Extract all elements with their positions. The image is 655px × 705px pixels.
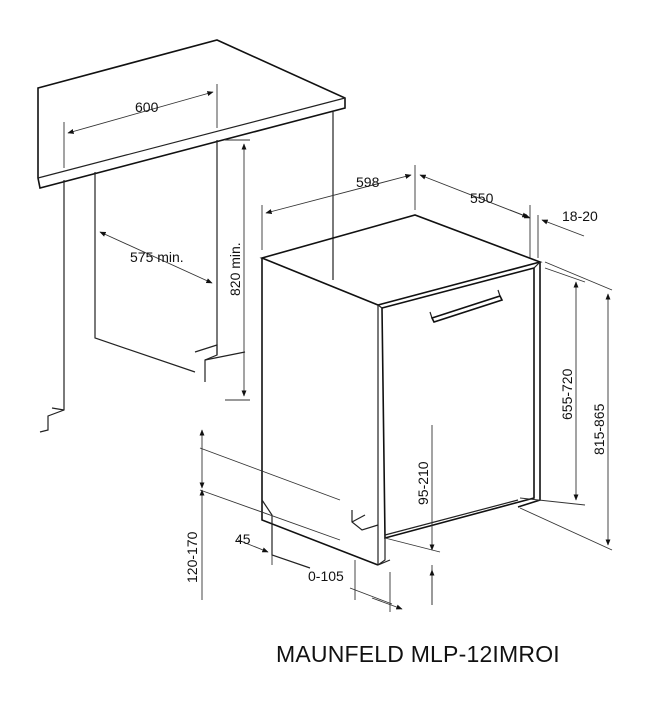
dim-45 xyxy=(237,539,273,565)
label-820-min: 820 min. xyxy=(227,242,243,296)
dim-815-865 xyxy=(519,261,613,551)
label-550: 550 xyxy=(470,190,494,206)
label-575-min: 575 min. xyxy=(130,249,184,265)
label-120-170: 120-170 xyxy=(184,531,200,583)
dishwasher xyxy=(259,214,543,569)
dim-575 xyxy=(99,231,213,284)
model-name: MAUNFELD MLP-12IMROI xyxy=(276,641,560,667)
dim-550 xyxy=(419,174,531,258)
dim-18-20 xyxy=(509,209,585,258)
label-815-865: 815-865 xyxy=(591,403,607,455)
countertop xyxy=(37,39,346,189)
dim-820 xyxy=(225,139,250,401)
dim-598 xyxy=(261,165,416,250)
label-598: 598 xyxy=(356,174,380,190)
dim-95-210 xyxy=(384,425,441,605)
dim-600 xyxy=(63,84,218,168)
cabinet-niche xyxy=(39,112,334,433)
label-18-20: 18-20 xyxy=(562,208,598,224)
dim-655-720 xyxy=(519,267,586,506)
label-45: 45 xyxy=(235,531,251,547)
label-655-720: 655-720 xyxy=(559,368,575,420)
dim-0-105 xyxy=(349,560,403,612)
label-0-105: 0-105 xyxy=(308,568,344,584)
label-95-210: 95-210 xyxy=(415,461,431,505)
label-600: 600 xyxy=(135,99,159,115)
dim-120-170 xyxy=(199,429,341,600)
